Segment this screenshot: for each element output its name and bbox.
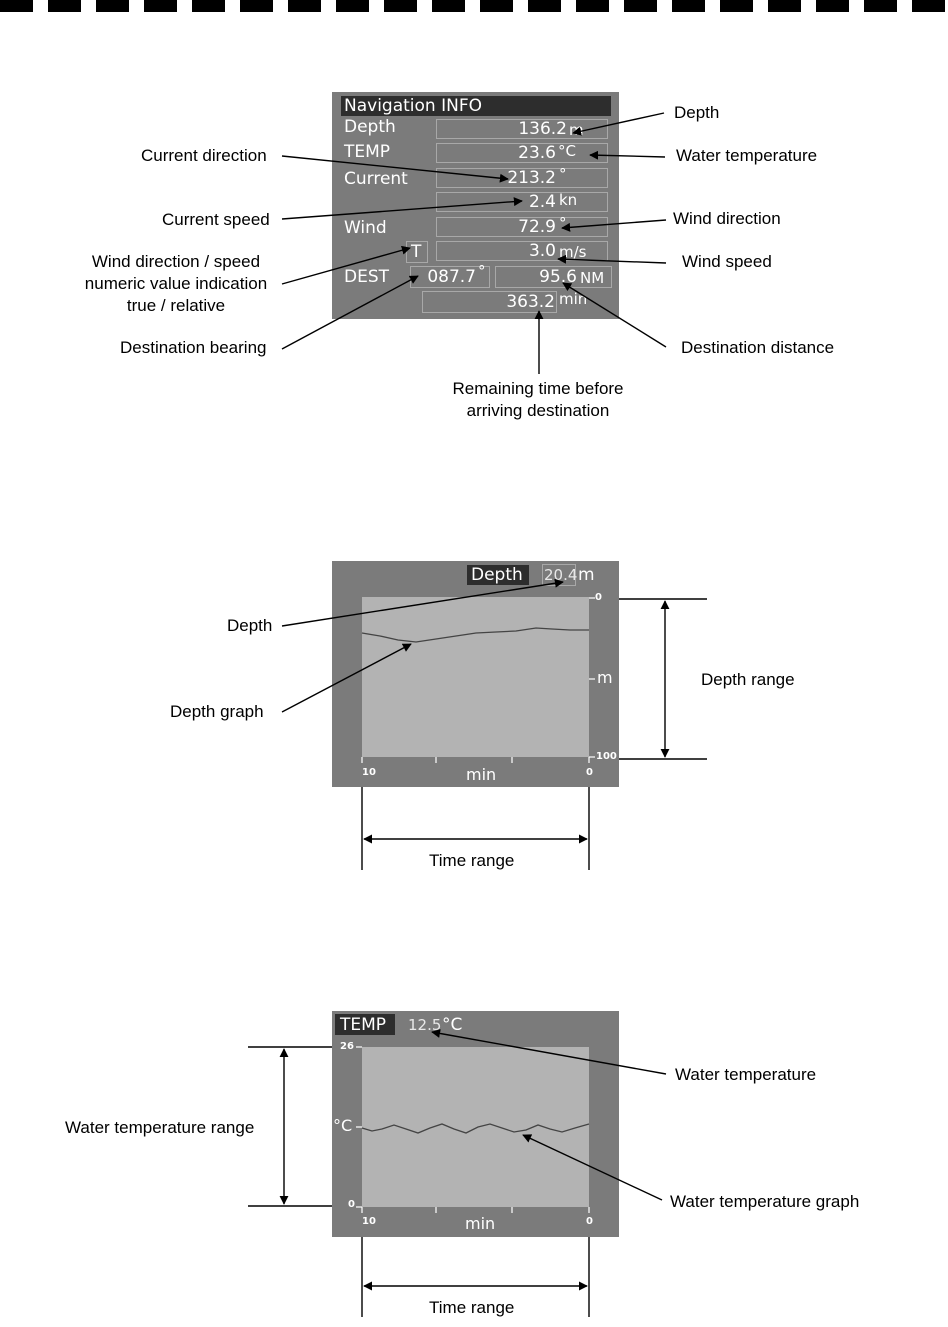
dest-label: DEST	[344, 267, 390, 287]
wind-mode-indicator[interactable]: T	[411, 242, 422, 262]
leader-wind-speed	[557, 254, 667, 264]
leader-temp-graph	[522, 1134, 663, 1201]
ann-temp-time-range: Time range	[429, 1298, 515, 1317]
temp-y-unit: °C	[333, 1116, 353, 1135]
ann-temp-graph: Water temperature graph	[670, 1192, 860, 1211]
dest-distance-value: 95.6	[539, 267, 577, 287]
dest-time-box	[422, 291, 557, 313]
leader-depth-value	[281, 578, 564, 627]
temp-header-unit: °C	[442, 1015, 463, 1035]
leader-wind-mode	[281, 245, 411, 285]
current-speed-value: 2.4	[528, 192, 556, 212]
depth-graph-panel: Depth 20.4 m 0 m 100 10 min 0	[332, 561, 619, 787]
dest-time-value: 363.2	[506, 292, 555, 312]
dest-bearing-value: 087.7	[427, 267, 476, 287]
dest-distance-box	[495, 266, 612, 288]
ann-destination-bearing: Destination bearing	[120, 338, 267, 357]
temp-x-right-tick: 0	[586, 1216, 593, 1227]
leader-current-direction	[281, 155, 509, 183]
ann-temp-range: Water temperature range	[65, 1118, 255, 1137]
dest-distance-unit: NM	[580, 269, 605, 287]
leader-wind-direction	[561, 219, 667, 232]
depth-plot-area	[362, 597, 589, 757]
ann-remaining-time-line1: Remaining time before	[452, 379, 624, 398]
dest-bearing-unit: °	[478, 262, 486, 280]
leader-water-temperature	[589, 150, 666, 160]
ann-wind-mode-line1: Wind direction / speed	[91, 252, 261, 271]
leader-destination-bearing	[281, 275, 419, 350]
current-direction-unit: °	[559, 165, 567, 183]
wind-speed-box	[436, 241, 608, 261]
ann-depth-graph-depth: Depth	[227, 616, 273, 635]
current-label: Current	[344, 169, 408, 189]
depth-value: 136.2	[518, 119, 567, 139]
leader-temp-value	[431, 1029, 667, 1075]
current-speed-unit: kn	[559, 191, 578, 209]
wind-speed-value: 3.0	[528, 241, 556, 261]
leader-depth	[572, 112, 665, 136]
depth-axis-ticks	[361, 597, 595, 763]
top-dashed-border	[0, 0, 948, 12]
depth-header-label-bg	[467, 565, 529, 585]
leader-current-speed	[281, 197, 523, 220]
ann-depth-range: Depth range	[701, 670, 795, 689]
temp-unit: °C	[558, 142, 576, 160]
ann-depth-graph: Depth graph	[170, 702, 264, 721]
temp-x-left-tick: 10	[362, 1216, 376, 1227]
temp-header-label-bg	[335, 1014, 395, 1035]
navigation-info-title-bar	[341, 96, 611, 116]
ann-wind-mode-line2: numeric value indication	[84, 274, 268, 293]
temp-y-bottom-tick: 0	[348, 1199, 355, 1210]
wind-direction-box	[436, 217, 608, 237]
temp-graph-panel: TEMP 12.5 °C 26 °C 0 10 min 0	[332, 1011, 619, 1237]
depth-header-label: Depth	[471, 565, 523, 585]
ann-temp-water-temperature: Water temperature	[675, 1065, 817, 1084]
ann-destination-distance: Destination distance	[681, 338, 835, 357]
wind-label: Wind	[344, 218, 387, 238]
ann-depth-time-range: Time range	[429, 851, 515, 870]
depth-y-top-tick: 0	[595, 592, 602, 603]
depth-label: Depth	[344, 117, 396, 137]
temp-graph-trace	[361, 1123, 590, 1134]
depth-header-unit: m	[578, 565, 595, 585]
temp-label: TEMP	[344, 142, 391, 162]
temp-header-label: TEMP	[340, 1015, 387, 1035]
current-direction-box	[436, 168, 608, 188]
current-direction-value: 213.2	[507, 168, 556, 188]
depth-header-value: 20.4	[544, 566, 578, 584]
temp-y-top-tick: 26	[340, 1041, 354, 1052]
wind-direction-value: 72.9	[518, 217, 556, 237]
depth-x-right-tick: 0	[586, 767, 593, 778]
depth-graph-trace	[361, 627, 589, 643]
temp-value: 23.6	[518, 143, 556, 163]
temp-axis-ticks	[356, 1046, 590, 1213]
depth-value-box	[436, 119, 608, 139]
depth-x-left-tick: 10	[362, 767, 376, 778]
depth-y-bottom-tick: 100	[596, 751, 617, 762]
navigation-info-title: Navigation INFO	[344, 96, 482, 116]
ann-depth: Depth	[674, 103, 720, 122]
ann-current-direction: Current direction	[141, 146, 267, 165]
leader-destination-distance	[562, 282, 667, 348]
ann-water-temperature: Water temperature	[676, 146, 818, 165]
current-speed-box	[436, 192, 608, 212]
ann-current-speed: Current speed	[162, 210, 270, 229]
ann-wind-speed: Wind speed	[682, 252, 772, 271]
leader-depth-graph	[281, 643, 412, 713]
navigation-info-panel: Navigation INFO Depth 136.2 m TEMP 23.6 …	[332, 92, 619, 319]
depth-x-unit: min	[466, 765, 497, 784]
temp-x-unit: min	[465, 1214, 496, 1233]
ann-remaining-time-line2: arriving destination	[466, 401, 610, 420]
ann-wind-direction: Wind direction	[673, 209, 781, 228]
temp-value-box	[436, 143, 608, 163]
depth-y-unit: m	[597, 668, 613, 687]
ann-wind-mode-line3: true / relative	[126, 296, 226, 315]
